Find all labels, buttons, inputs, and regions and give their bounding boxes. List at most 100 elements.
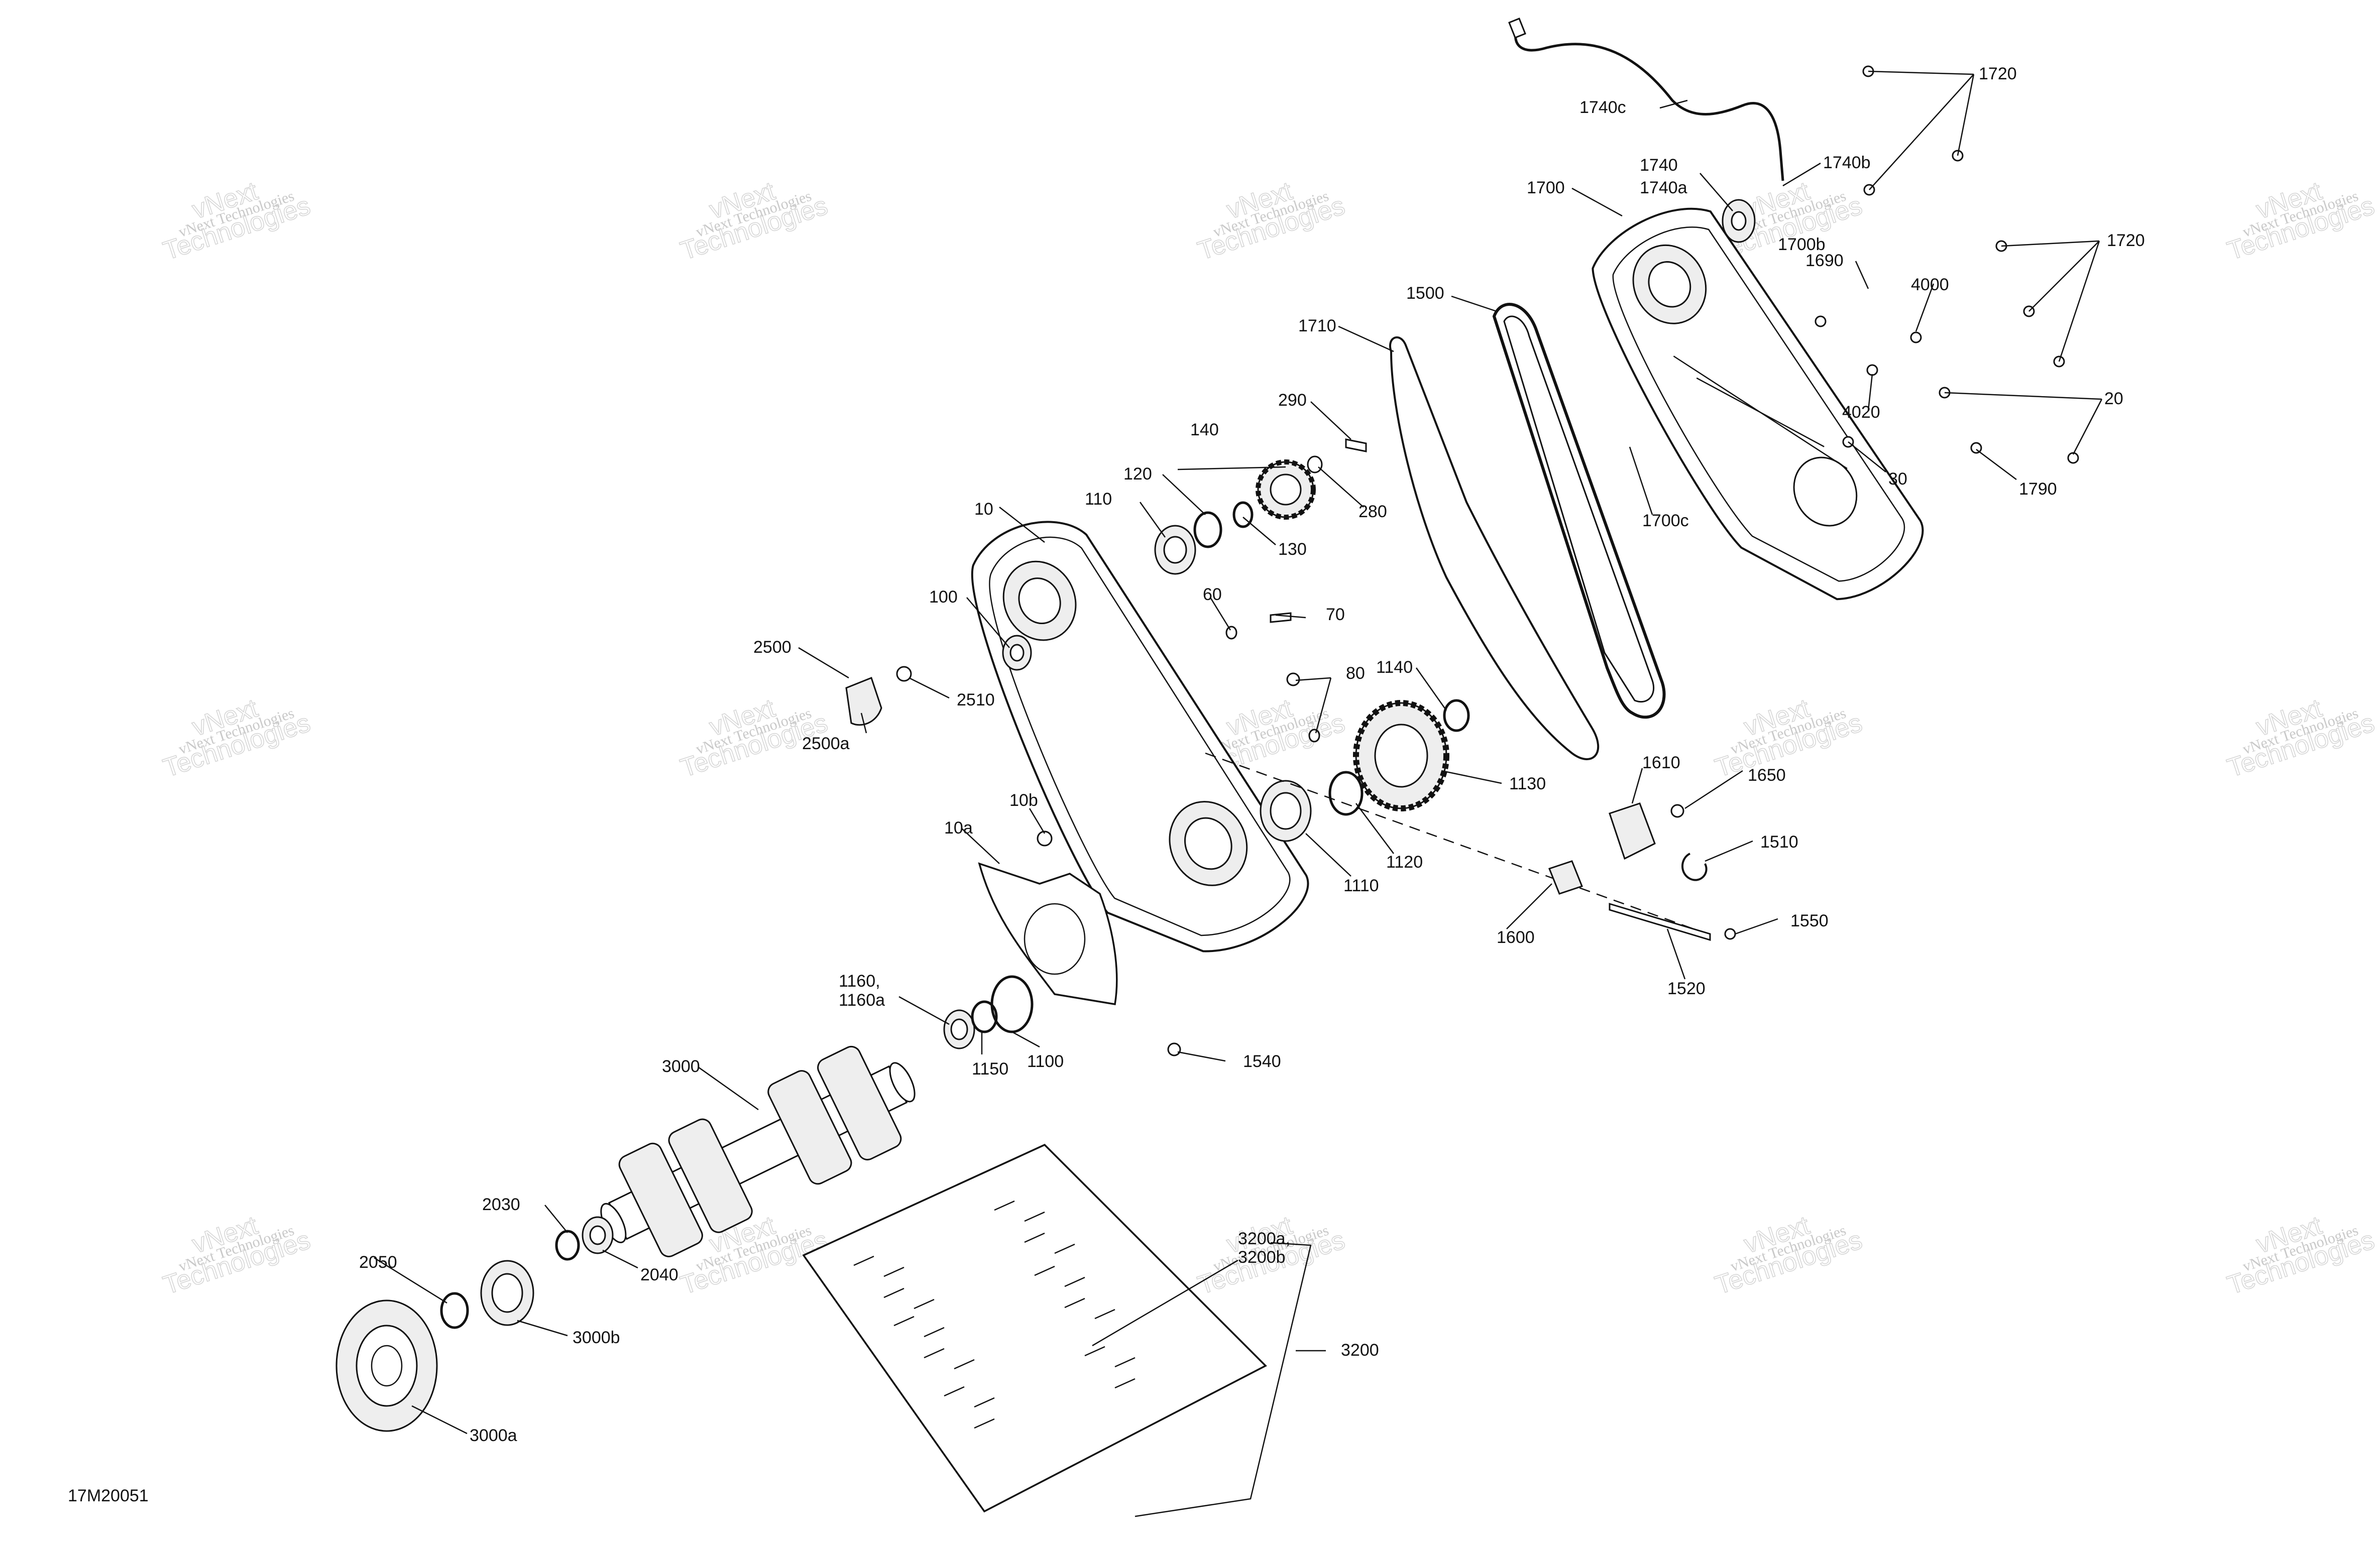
leader-lines [374, 70, 2103, 1517]
watermark: vNext Technologies vNext Technologies [676, 176, 831, 266]
part-1650-nut [1670, 804, 1684, 818]
callout-10a: 10a [944, 818, 973, 838]
part-1510-clip [1681, 853, 1708, 881]
part-2500-bracket [845, 677, 882, 726]
callout-140: 140 [1190, 420, 1219, 439]
part-2510-nut [896, 666, 912, 682]
part-80-bolt-a [1286, 672, 1300, 686]
callout-1700c: 1700c [1642, 511, 1689, 530]
callout-20: 20 [2104, 389, 2123, 408]
part-2040-bearing [582, 1216, 614, 1254]
callout-1740: 1740 [1640, 156, 1678, 175]
callout-1740c: 1740c [1579, 98, 1626, 117]
callout-2030: 2030 [482, 1195, 520, 1214]
part-120-ring [1193, 511, 1222, 548]
callout-1510: 1510 [1760, 833, 1798, 852]
part-1100-ring [990, 975, 1034, 1033]
callout-1650: 1650 [1748, 766, 1786, 785]
part-1150-ring [971, 1000, 998, 1033]
part-1120-ring [1328, 771, 1364, 816]
part-10a-gasket-hole [1024, 903, 1086, 975]
callout-1710: 1710 [1298, 316, 1336, 335]
callout-4000: 4000 [1911, 275, 1949, 294]
callout-3000: 3000 [662, 1057, 700, 1076]
watermark: vNext Technologies vNext Technologies [2223, 693, 2378, 783]
part-3000b-bearing [480, 1260, 534, 1326]
part-110-bearing [1154, 525, 1196, 575]
part-70-bolt [1270, 612, 1292, 623]
drawing-reference: 17M20051 [68, 1486, 149, 1505]
part-1550-clip [1724, 928, 1736, 940]
callout-1550: 1550 [1790, 911, 1829, 930]
callout-130: 130 [1278, 540, 1307, 559]
callout-4020: 4020 [1842, 403, 1880, 422]
callout-1600: 1600 [1497, 928, 1535, 947]
callout-2500: 2500 [753, 638, 791, 657]
part-1140-ring [1443, 699, 1470, 732]
part-1610-tensioner [1609, 802, 1656, 860]
part-3000-drive-axle [600, 1045, 916, 1257]
part-1130-sprocket [1353, 700, 1449, 811]
part-1160-bearing [943, 1009, 975, 1049]
part-2030-ring [555, 1230, 580, 1261]
part-1740c-harness [1514, 27, 1784, 181]
callout-60: 60 [1203, 585, 1222, 604]
part-3000a-flange [335, 1299, 438, 1432]
part-10-case [971, 521, 1309, 953]
callout-1160: 1160, [839, 972, 880, 991]
callout-2500a: 2500a [802, 734, 850, 753]
part-2050-ring [440, 1292, 469, 1329]
callout-1150: 1150 [972, 1059, 1008, 1079]
watermarks: vNext Technologies vNext Technologies vN… [159, 176, 2378, 1300]
part-1740a-seal-bore [1731, 211, 1747, 231]
callout-3200: 3200 [1341, 1341, 1379, 1360]
callout-70: 70 [1326, 605, 1345, 624]
part-10a-gasket [978, 862, 1118, 1006]
watermark: vNext Technologies vNext Technologies [1194, 176, 1348, 266]
watermark: vNext Technologies vNext Technologies [159, 1210, 314, 1300]
part-140-sprocket [1256, 459, 1316, 520]
part-1500-belt [1492, 303, 1666, 719]
watermark: vNext Technologies vNext Technologies [2223, 1210, 2378, 1300]
part-290-bolt [1345, 438, 1367, 452]
callout-1790: 1790 [2019, 480, 2057, 499]
part-1540-nut [1167, 1042, 1181, 1056]
part-1110-bearing [1260, 780, 1312, 842]
callout-1700b: 1700b [1778, 235, 1826, 254]
part-1520-shaft [1609, 902, 1711, 941]
callout-110: 110 [1085, 490, 1112, 509]
callout-1740b: 1740b [1823, 153, 1871, 172]
watermark: vNext Technologies vNext Technologies [159, 176, 314, 266]
part-1500-belt-inner [1503, 315, 1655, 703]
callout-10b: 10b [1009, 791, 1038, 810]
callout-30: 30 [1888, 469, 1907, 489]
callout-3000a: 3000a [470, 1426, 517, 1445]
part-1710-gasket [1389, 336, 1600, 760]
part-1700-cover [1592, 207, 1924, 601]
part-130-ring [1232, 501, 1254, 528]
callout-1140: 1140 [1376, 658, 1413, 677]
watermark: vNext Technologies vNext Technologies [159, 693, 314, 783]
callout-1120: 1120 [1386, 853, 1423, 872]
part-1740c-connector [1508, 18, 1526, 39]
callout-1160a: 1160a [839, 991, 885, 1010]
callout-2050: 2050 [359, 1253, 397, 1272]
part-1600-bushing [1548, 860, 1583, 895]
watermark: vNext Technologies vNext Technologies [1711, 1210, 1866, 1300]
callout-290: 290 [1278, 391, 1307, 410]
part-80-bolt-b [1308, 729, 1320, 743]
callout-1690: 1690 [1805, 251, 1844, 270]
callout-1100: 1100 [1027, 1052, 1064, 1071]
callout-1540: 1540 [1243, 1052, 1281, 1071]
parts [335, 18, 2079, 1513]
callout-3200b: 3200b [1238, 1248, 1286, 1267]
callout-1110: 1110 [1343, 876, 1379, 895]
callout-1700: 1700 [1527, 178, 1565, 197]
callout-1720: 1720 [2107, 231, 2145, 250]
callout-80: 80 [1346, 664, 1365, 683]
part-100-seal-bore [1009, 644, 1025, 662]
callout-1610: 1610 [1642, 753, 1680, 772]
callout-100: 100 [929, 587, 958, 607]
callout-10: 10 [974, 500, 993, 519]
